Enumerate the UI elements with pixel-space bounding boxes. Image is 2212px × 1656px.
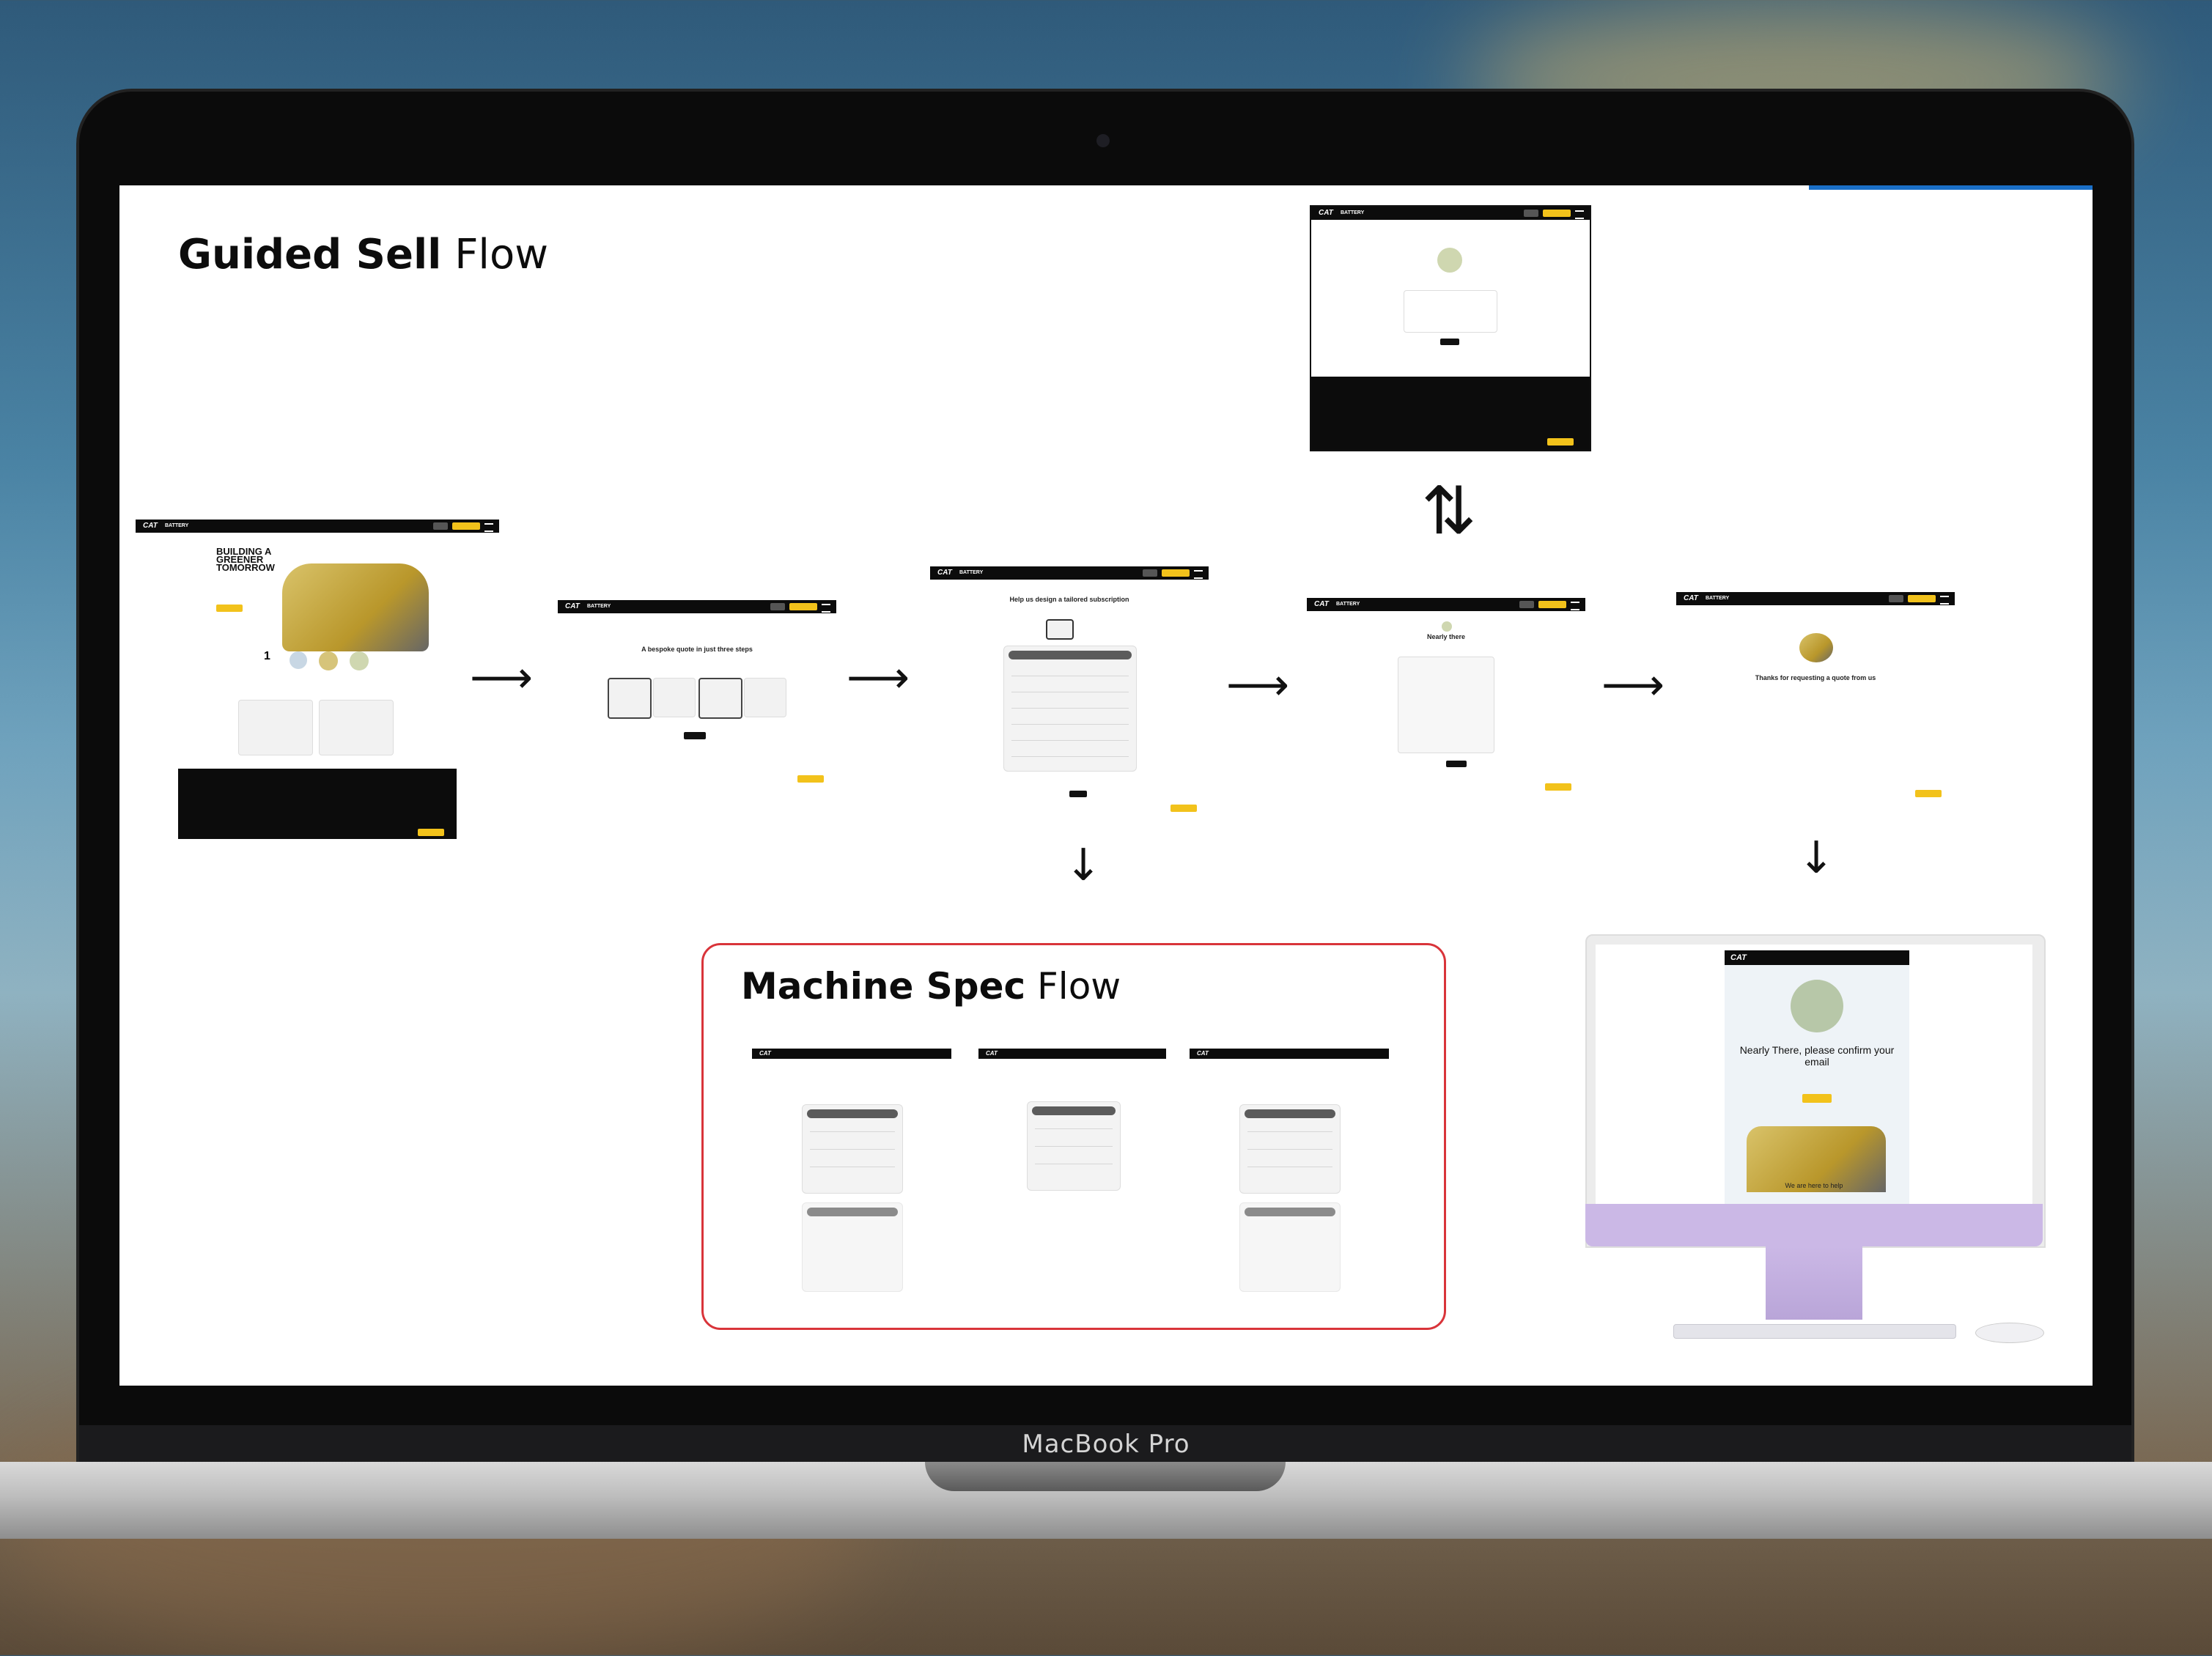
step-1: 1 — [264, 650, 270, 663]
menu-icon[interactable] — [1571, 602, 1579, 610]
menu-icon[interactable] — [1575, 210, 1584, 219]
hero-loader-image — [282, 563, 429, 651]
machine-option[interactable] — [744, 678, 786, 717]
confirm-button[interactable] — [1802, 1094, 1832, 1103]
config-panel — [802, 1104, 903, 1194]
nearly-there-heading: Nearly there — [1307, 633, 1585, 640]
screen-spec-2[interactable]: CAT — [978, 1049, 1166, 1217]
article-card[interactable] — [238, 700, 313, 755]
laptop-notch — [925, 1462, 1286, 1491]
config-panel — [1239, 1104, 1341, 1194]
machine-spec-title: Machine Spec Flow — [741, 965, 1121, 1008]
menu-icon[interactable] — [1194, 570, 1203, 579]
continue-button[interactable] — [684, 732, 706, 739]
machine-thumb[interactable] — [1046, 619, 1074, 640]
help-button[interactable] — [797, 775, 824, 783]
step-4-icon — [350, 651, 369, 670]
flow-arrow-bidirectional: ⇅ — [1421, 478, 1476, 544]
config-panel — [1027, 1101, 1121, 1191]
menu-icon[interactable] — [822, 604, 830, 613]
footer — [178, 769, 457, 839]
flow-arrow-down: ↓ — [1065, 843, 1102, 887]
help-button[interactable] — [1915, 790, 1942, 797]
nav-bar: CAT — [978, 1049, 1166, 1059]
nav-bar: CAT — [1190, 1049, 1389, 1059]
imac-chin — [1585, 1204, 2043, 1246]
step-2-icon — [290, 651, 307, 669]
submit-button[interactable] — [1446, 761, 1467, 767]
email-logo: CAT — [1730, 953, 1747, 962]
screen-spec-3[interactable]: CAT — [1190, 1049, 1389, 1298]
mouse — [1975, 1323, 2044, 1343]
flow-arrow-down: ↓ — [1798, 836, 1835, 880]
help-button[interactable] — [418, 829, 444, 836]
contact-form[interactable] — [1398, 657, 1494, 753]
config-panel — [802, 1202, 903, 1292]
email-preview[interactable]: CAT Nearly There, please confirm your em… — [1725, 950, 1909, 1204]
hero-cta-button[interactable] — [216, 605, 243, 612]
machine-option[interactable] — [698, 678, 742, 719]
email-heading: Nearly There, please confirm your email — [1739, 1044, 1895, 1068]
keyboard — [1673, 1324, 1956, 1339]
screen-spec-1[interactable]: CAT — [752, 1049, 951, 1298]
avatar — [1442, 621, 1452, 632]
flow-arrow-right: ⟶ — [470, 656, 533, 700]
avatar — [1437, 248, 1462, 273]
help-button[interactable] — [1547, 438, 1574, 446]
help-button[interactable] — [1545, 783, 1571, 791]
article-card[interactable] — [319, 700, 394, 755]
email-avatar-image — [1791, 980, 1843, 1032]
config-panel — [1239, 1202, 1341, 1292]
login-button[interactable] — [1440, 339, 1459, 345]
camera-icon — [1096, 134, 1110, 147]
machine-option[interactable] — [608, 678, 652, 719]
thanks-heading: Thanks for requesting a quote from us — [1676, 674, 1955, 681]
flow-arrow-right: ⟶ — [847, 656, 910, 700]
flow-arrow-right: ⟶ — [1601, 663, 1664, 707]
help-button[interactable] — [1170, 805, 1197, 812]
hero-heading: BUILDING A GREENER TOMORROW — [216, 547, 282, 572]
imac-mockup: CAT Nearly There, please confirm your em… — [1585, 934, 2043, 1374]
email-footer-text: We are here to help — [1585, 1182, 2043, 1189]
menu-icon[interactable] — [1940, 596, 1949, 605]
login-form[interactable] — [1404, 290, 1497, 333]
quote-heading: A bespoke quote in just three steps — [558, 646, 836, 653]
imac-stand — [1766, 1246, 1862, 1320]
confirmation-image — [1799, 633, 1833, 662]
guided-sell-title: Guided Sell Flow — [178, 231, 548, 278]
machine-option[interactable] — [653, 678, 696, 717]
nav-bar: CAT — [752, 1049, 951, 1059]
screen-accent-bar — [1809, 185, 2093, 190]
step-3-icon — [319, 651, 338, 670]
flow-arrow-right: ⟶ — [1226, 663, 1289, 707]
menu-icon[interactable] — [484, 523, 493, 532]
subscription-heading: Help us design a tailored subscription — [930, 596, 1209, 603]
config-panel — [1003, 646, 1137, 772]
device-label: MacBook Pro — [0, 1430, 2212, 1459]
next-button[interactable] — [1069, 791, 1087, 797]
